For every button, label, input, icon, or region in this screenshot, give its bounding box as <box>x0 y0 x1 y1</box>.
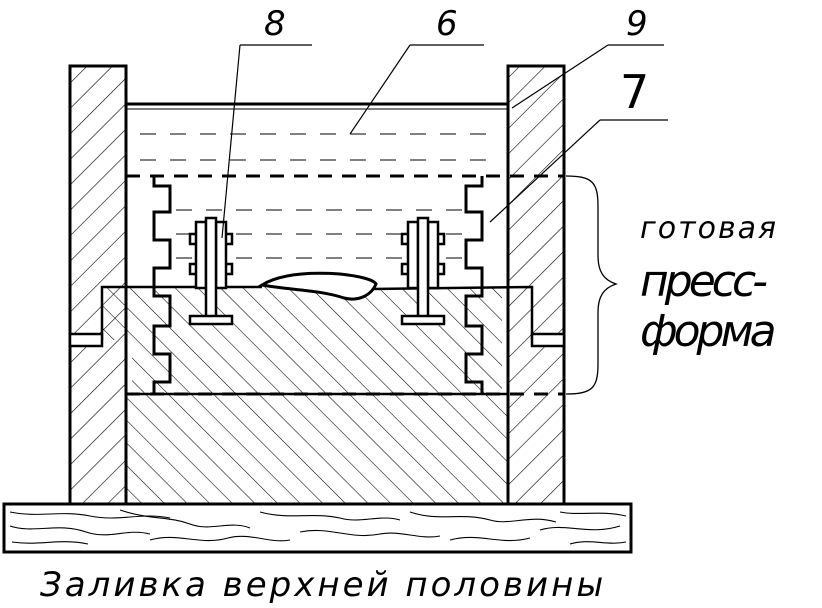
annotation-line-2: пресс- <box>640 256 767 307</box>
left-key-wall <box>152 176 172 394</box>
mold-boundary-dashes <box>126 174 564 396</box>
base-board <box>2 502 633 554</box>
label-6: 6 <box>436 4 458 44</box>
right-pin-assembly <box>400 216 446 326</box>
label-8: 8 <box>264 4 286 44</box>
annotation-line-3: форма <box>640 306 775 357</box>
left-wall <box>68 64 128 506</box>
left-pin-assembly <box>188 216 234 326</box>
pour-level <box>126 102 508 110</box>
curly-brace <box>565 175 619 395</box>
label-7: 7 <box>620 65 649 119</box>
right-lug <box>530 332 566 348</box>
annotation-line-1: готовая <box>640 211 778 246</box>
leader-lines <box>221 44 668 239</box>
left-lug <box>68 332 104 348</box>
pattern-model <box>257 271 378 301</box>
label-9: 9 <box>626 4 648 44</box>
caption: Заливка верхней половины <box>40 565 606 605</box>
right-wall <box>506 64 566 506</box>
lower-plaster-body <box>124 392 510 506</box>
right-key-wall <box>464 176 484 394</box>
